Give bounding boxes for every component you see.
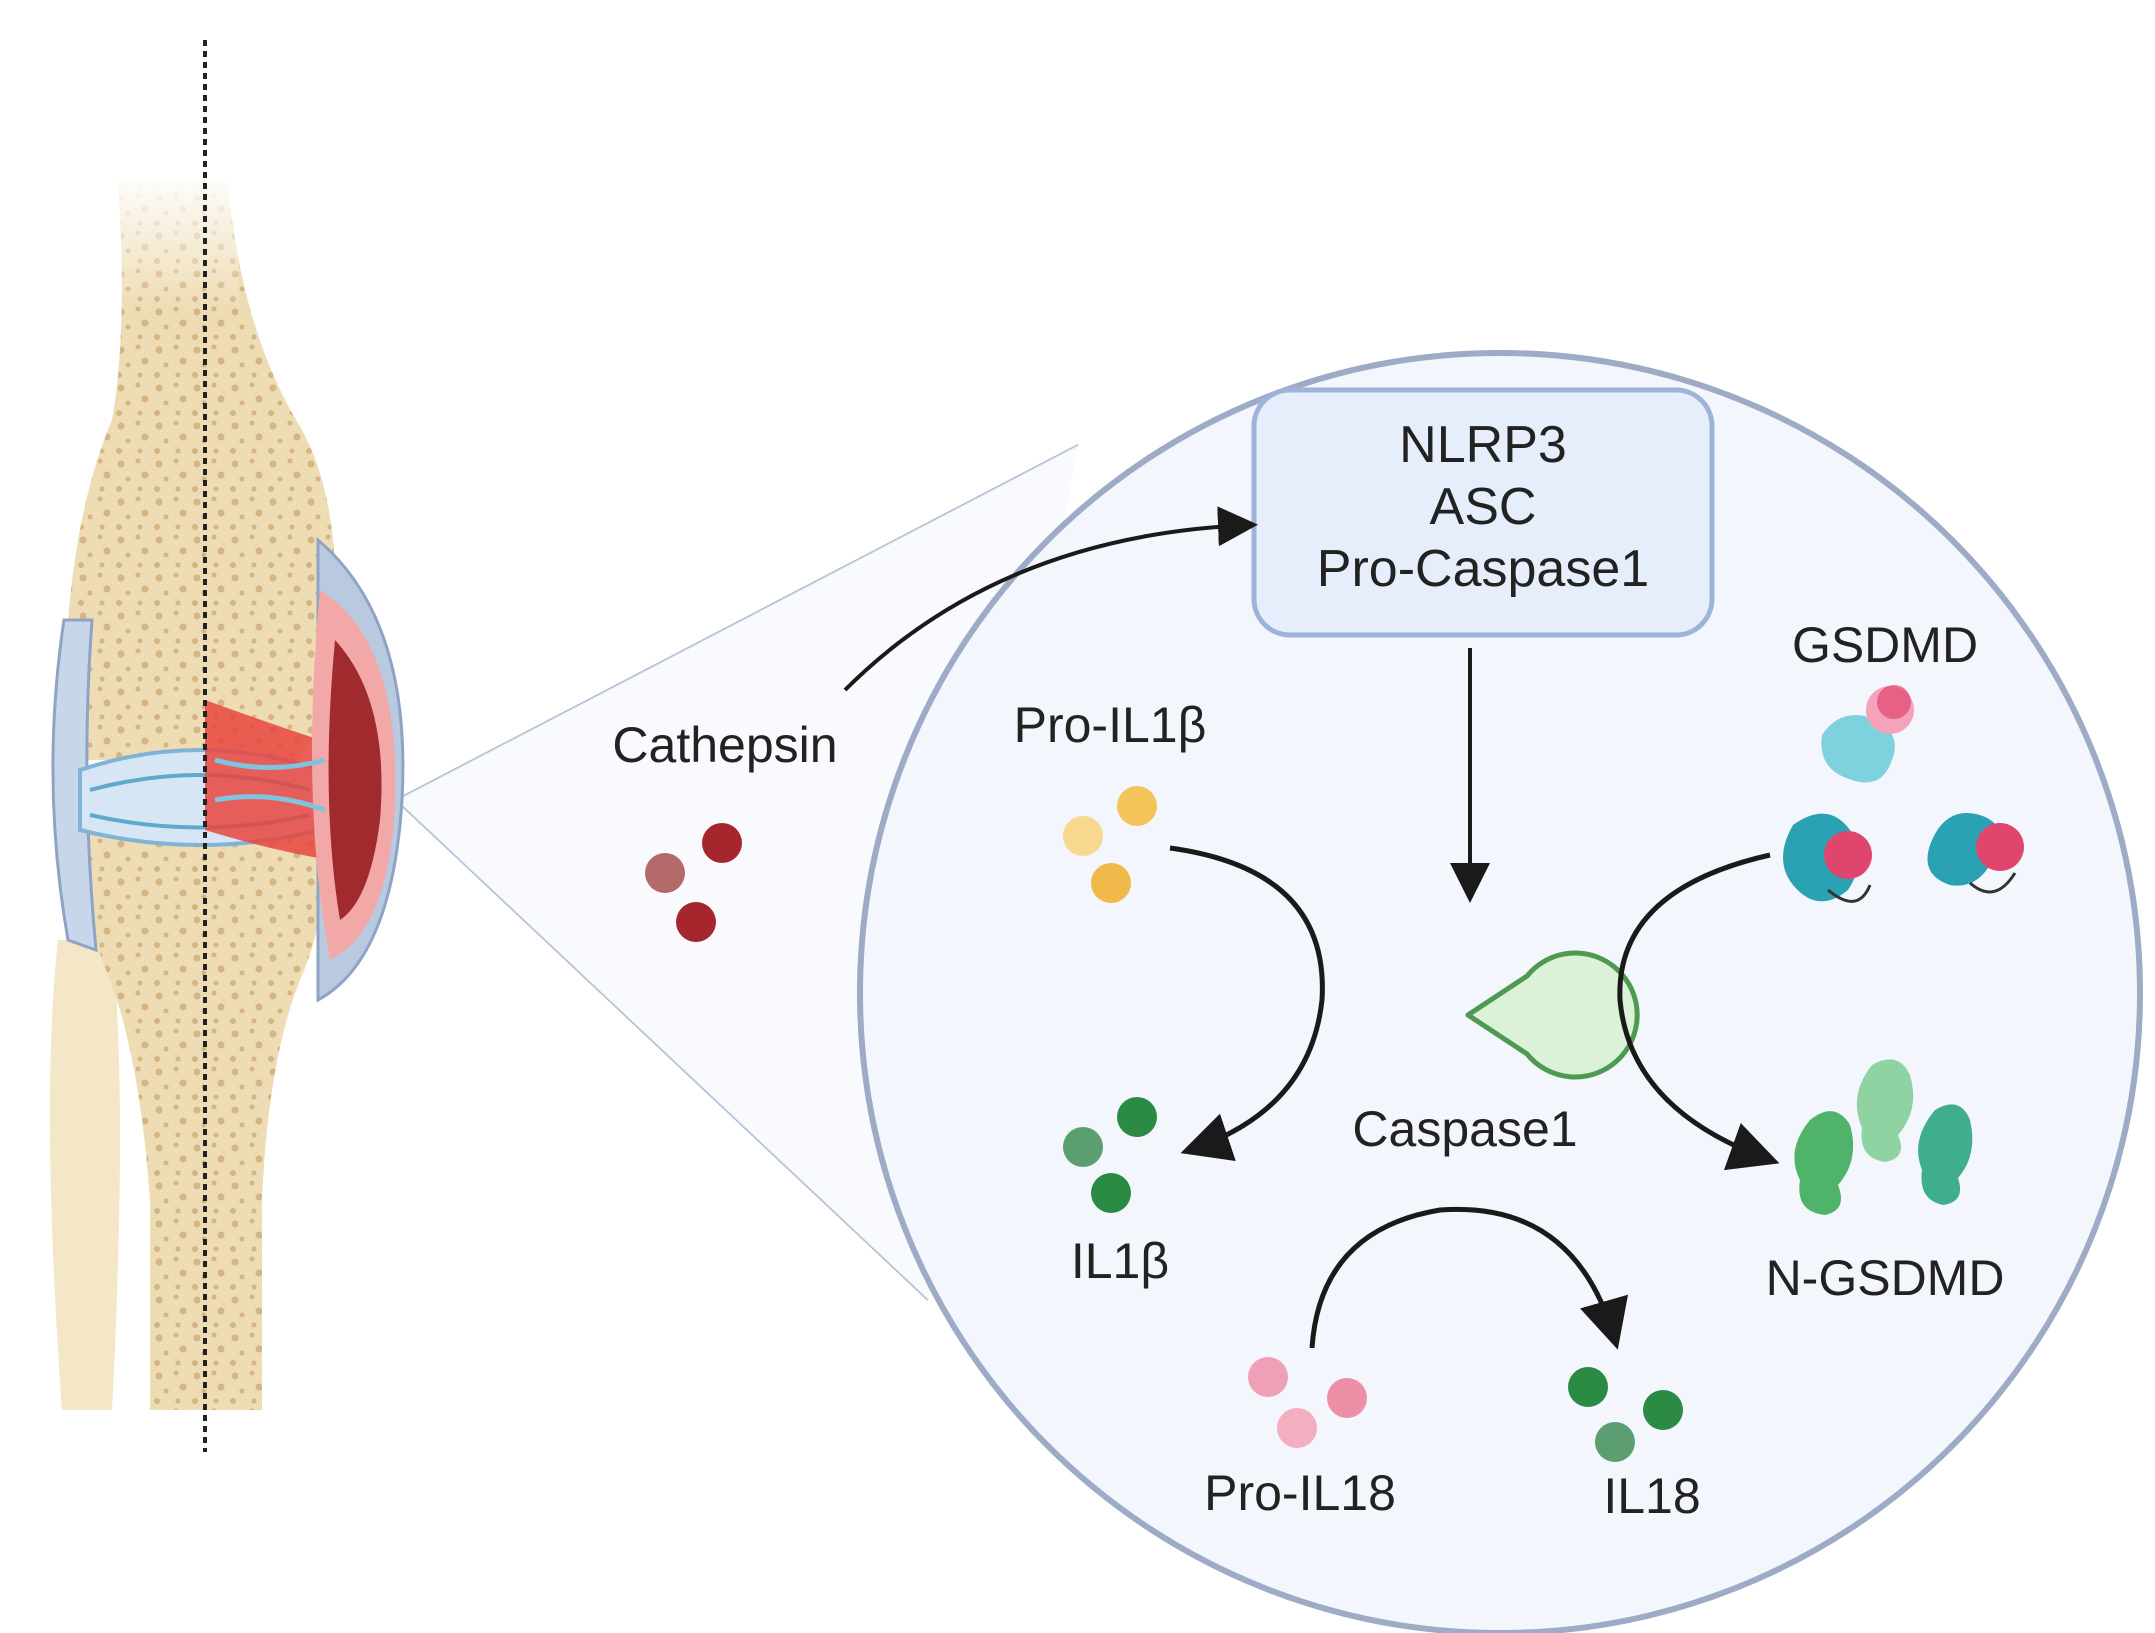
caspase1-label: Caspase1 bbox=[1352, 1101, 1577, 1157]
arrow-pro-il18-to-il18 bbox=[1309, 1206, 1629, 1350]
gsdmd-label: GSDMD bbox=[1792, 617, 1978, 673]
n-gsdmd-fragment-icon bbox=[1794, 1059, 1973, 1215]
gsdmd-protein-icon bbox=[1783, 685, 2024, 903]
arrow-gsdmd-to-n-gsdmd bbox=[1617, 852, 1780, 1171]
cathepsin-molecules-icon bbox=[645, 823, 742, 942]
n-gsdmd-label: N-GSDMD bbox=[1766, 1250, 2005, 1306]
arrow-pro-il1b-to-il1b bbox=[1169, 845, 1325, 1162]
pro-il1b-molecules-icon bbox=[1063, 786, 1157, 903]
complex-label-pro-caspase1: Pro-Caspase1 bbox=[1317, 540, 1649, 598]
caspase1-pacman-icon bbox=[1465, 950, 1640, 1080]
il18-label: IL18 bbox=[1603, 1468, 1700, 1524]
arrow-cathepsin-to-complex bbox=[843, 506, 1258, 692]
il1b-label: IL1β bbox=[1071, 1233, 1169, 1289]
il18-molecules-icon bbox=[1568, 1367, 1683, 1462]
cathepsin-label: Cathepsin bbox=[612, 717, 837, 773]
pro-il1b-label: Pro-IL1β bbox=[1014, 697, 1207, 753]
knee-joint-icon bbox=[49, 40, 405, 1452]
pro-il18-molecules-icon bbox=[1248, 1357, 1367, 1448]
complex-label-asc: ASC bbox=[1430, 478, 1537, 536]
il1b-molecules-icon bbox=[1063, 1097, 1157, 1213]
complex-label-nlrp3: NLRP3 bbox=[1399, 416, 1567, 474]
pro-il18-label: Pro-IL18 bbox=[1204, 1465, 1396, 1521]
